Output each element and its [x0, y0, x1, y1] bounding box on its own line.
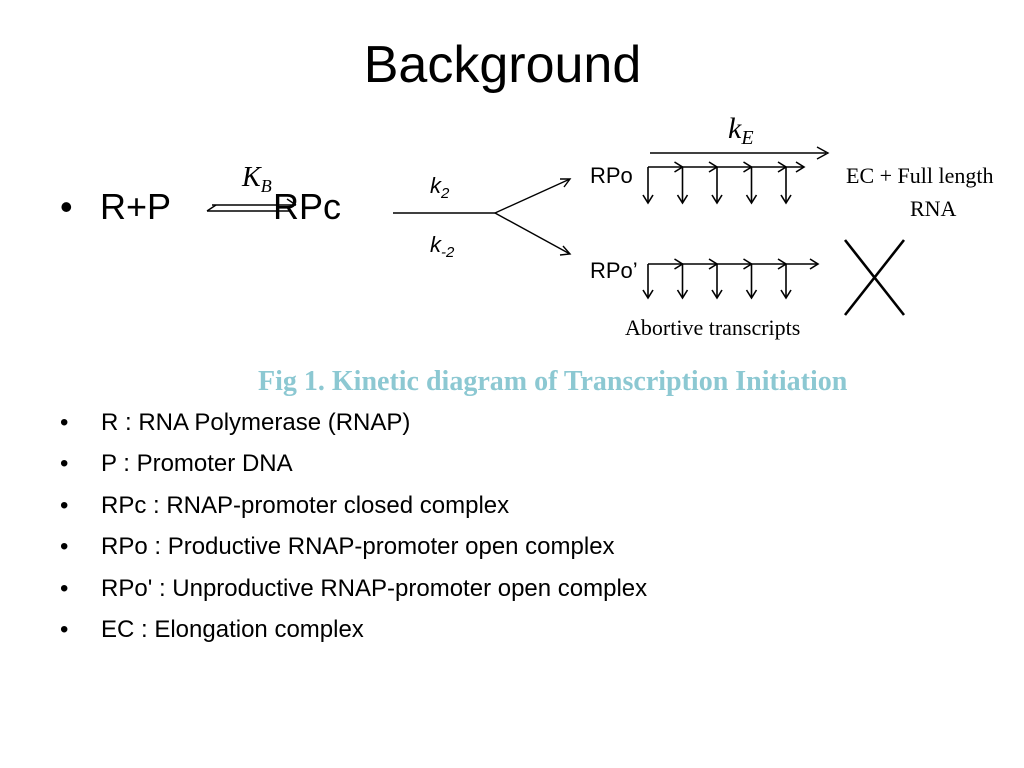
- definition-text: RPo' : Unproductive RNAP-promoter open c…: [101, 574, 648, 602]
- closed-complex-label: RPc: [273, 186, 342, 227]
- slide-title: Background: [363, 36, 642, 94]
- kb-label: KB: [242, 162, 272, 196]
- k-minus-2-label: k-2: [430, 232, 455, 261]
- definition-text: R : RNA Polymerase (RNAP): [101, 409, 411, 436]
- drop-arrowhead: [711, 194, 723, 205]
- bullet-glyph: •: [60, 491, 69, 519]
- equilibrium-arrows: [206, 198, 297, 212]
- drop-arrowhead: [780, 194, 792, 205]
- elongation-arrow: [650, 146, 830, 160]
- abortive-label: Abortive transcripts: [625, 315, 801, 340]
- rpo-label: RPo: [590, 163, 633, 188]
- drop-arrowhead: [711, 289, 723, 300]
- bullet-glyph: •: [60, 409, 69, 436]
- blocked-cross: [843, 239, 906, 316]
- drop-arrowhead: [745, 289, 758, 300]
- drop-arrowhead: [642, 194, 654, 205]
- bullet-glyph: •: [60, 574, 69, 602]
- step-arrowhead: [809, 258, 820, 270]
- rpo-prime-label: RPo’: [590, 258, 638, 283]
- step-arrowhead: [795, 161, 806, 173]
- productive-transcription-ladder: [642, 161, 806, 205]
- abortive-transcription-ladder: [642, 258, 820, 300]
- definition-text: P : Promoter DNA: [101, 450, 293, 478]
- k2-label: k2: [430, 173, 450, 202]
- ke-label: kE: [728, 112, 754, 149]
- ec-label-line1: EC + Full length: [846, 163, 994, 188]
- bullet-glyph: •: [60, 533, 69, 561]
- definition-text: RPc : RNAP-promoter closed complex: [101, 491, 510, 519]
- ec-label-line2: RNA: [910, 196, 957, 221]
- bullet-glyph: •: [60, 450, 69, 478]
- bullet-glyph: •: [60, 186, 73, 227]
- figure-caption: Fig 1. Kinetic diagram of Transcription …: [258, 366, 848, 397]
- reactants-label: R+P: [100, 186, 172, 227]
- definition-text: RPo : Productive RNAP-promoter open comp…: [101, 533, 615, 561]
- bullet-glyph: •: [60, 615, 69, 643]
- drop-arrowhead: [780, 289, 792, 300]
- drop-arrowhead: [642, 289, 654, 300]
- drop-arrowhead: [745, 194, 758, 205]
- definition-text: EC : Elongation complex: [101, 615, 364, 643]
- drop-arrowhead: [676, 194, 689, 205]
- drop-arrowhead: [676, 289, 689, 300]
- branch-arrows: [393, 178, 572, 256]
